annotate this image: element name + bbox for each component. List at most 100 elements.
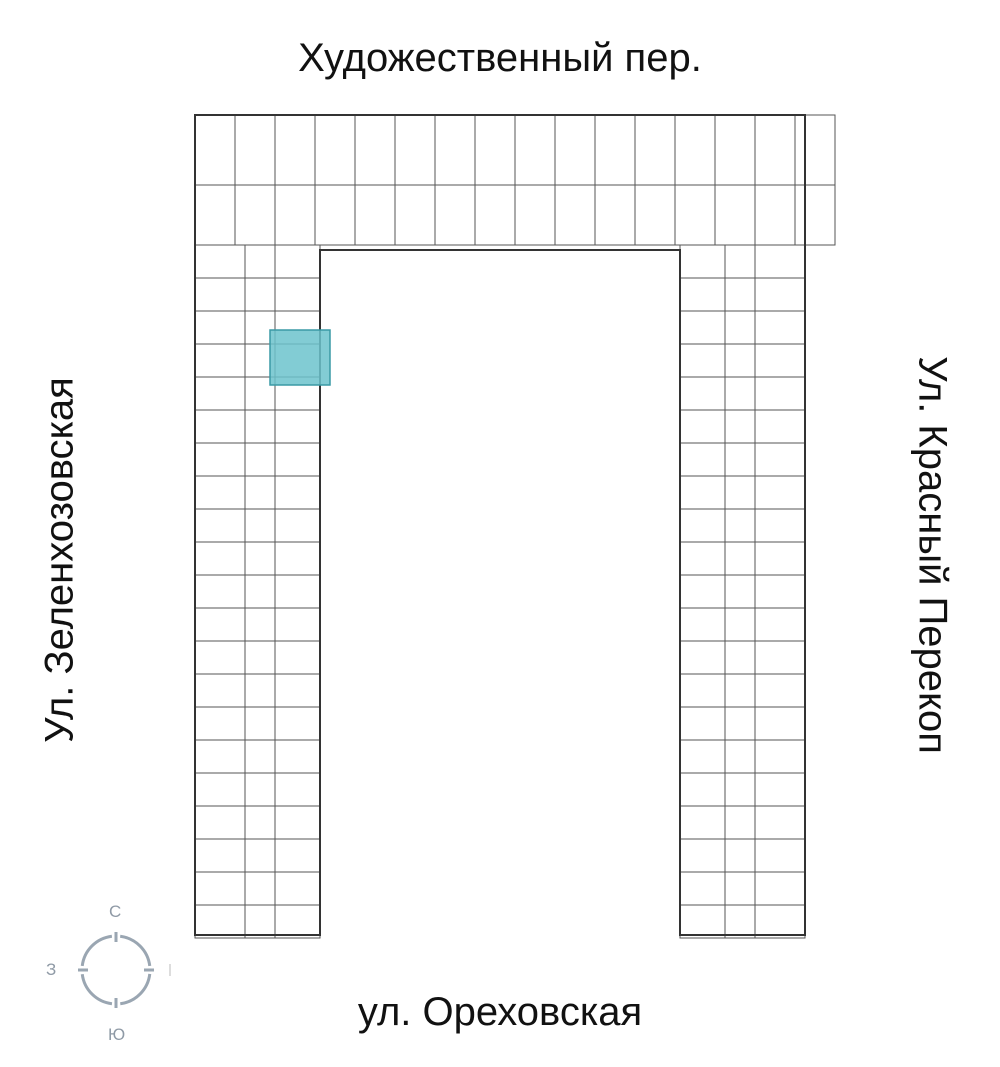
apartment-unit[interactable] [244,838,276,873]
apartment-unit[interactable] [679,376,726,411]
apartment-unit[interactable] [754,114,796,186]
apartment-unit[interactable] [794,184,836,246]
apartment-unit[interactable] [194,574,246,609]
apartment-unit[interactable] [754,442,806,477]
apartment-unit[interactable] [234,184,276,246]
apartment-unit[interactable] [679,739,726,774]
apartment-unit[interactable] [724,541,756,576]
apartment-unit[interactable] [754,343,806,378]
apartment-unit[interactable] [634,114,676,186]
apartment-unit[interactable] [244,640,276,675]
apartment-unit[interactable] [724,739,756,774]
apartment-unit[interactable] [244,904,276,939]
apartment-unit[interactable] [274,277,321,312]
apartment-unit[interactable] [714,184,756,246]
apartment-unit[interactable] [724,805,756,840]
apartment-unit[interactable] [274,475,321,510]
apartment-unit[interactable] [674,184,716,246]
apartment-unit[interactable] [274,838,321,873]
apartment-unit[interactable] [274,574,321,609]
apartment-unit[interactable] [274,805,321,840]
apartment-unit[interactable] [794,114,836,186]
apartment-unit[interactable] [194,706,246,741]
apartment-unit[interactable] [514,184,556,246]
apartment-unit[interactable] [394,184,436,246]
apartment-unit[interactable] [754,772,806,807]
apartment-unit[interactable] [194,673,246,708]
selected-apartment[interactable] [269,329,331,386]
apartment-unit[interactable] [679,871,726,906]
apartment-unit[interactable] [754,475,806,510]
apartment-unit[interactable] [754,184,796,246]
apartment-unit[interactable] [754,673,806,708]
apartment-unit[interactable] [514,114,556,186]
apartment-unit[interactable] [244,541,276,576]
apartment-unit[interactable] [244,409,276,444]
apartment-unit[interactable] [754,607,806,642]
apartment-unit[interactable] [274,409,321,444]
apartment-unit[interactable] [724,409,756,444]
apartment-unit[interactable] [679,706,726,741]
apartment-unit[interactable] [274,244,321,279]
apartment-unit[interactable] [194,343,246,378]
apartment-unit[interactable] [679,541,726,576]
apartment-unit[interactable] [679,805,726,840]
apartment-unit[interactable] [194,739,246,774]
apartment-unit[interactable] [244,739,276,774]
apartment-unit[interactable] [274,772,321,807]
apartment-unit[interactable] [194,838,246,873]
apartment-unit[interactable] [274,607,321,642]
apartment-unit[interactable] [679,277,726,312]
apartment-unit[interactable] [194,376,246,411]
apartment-unit[interactable] [244,706,276,741]
apartment-unit[interactable] [724,871,756,906]
apartment-unit[interactable] [194,184,236,246]
apartment-unit[interactable] [724,640,756,675]
apartment-unit[interactable] [679,442,726,477]
apartment-unit[interactable] [679,904,726,939]
apartment-unit[interactable] [194,640,246,675]
apartment-unit[interactable] [244,508,276,543]
apartment-unit[interactable] [724,904,756,939]
apartment-unit[interactable] [679,574,726,609]
apartment-unit[interactable] [724,838,756,873]
apartment-unit[interactable] [244,574,276,609]
apartment-unit[interactable] [754,640,806,675]
apartment-unit[interactable] [594,114,636,186]
apartment-unit[interactable] [194,277,246,312]
apartment-unit[interactable] [194,607,246,642]
apartment-unit[interactable] [754,541,806,576]
apartment-unit[interactable] [194,244,246,279]
apartment-unit[interactable] [754,277,806,312]
apartment-unit[interactable] [679,673,726,708]
apartment-unit[interactable] [714,114,756,186]
apartment-unit[interactable] [434,184,476,246]
apartment-unit[interactable] [754,739,806,774]
apartment-unit[interactable] [679,343,726,378]
apartment-unit[interactable] [244,772,276,807]
apartment-unit[interactable] [314,184,356,246]
apartment-unit[interactable] [754,574,806,609]
apartment-unit[interactable] [194,904,246,939]
apartment-unit[interactable] [274,640,321,675]
apartment-unit[interactable] [679,772,726,807]
apartment-unit[interactable] [679,838,726,873]
apartment-unit[interactable] [724,376,756,411]
apartment-unit[interactable] [354,184,396,246]
apartment-unit[interactable] [754,706,806,741]
apartment-unit[interactable] [724,343,756,378]
apartment-unit[interactable] [194,475,246,510]
apartment-unit[interactable] [724,310,756,345]
apartment-unit[interactable] [724,607,756,642]
apartment-unit[interactable] [244,871,276,906]
apartment-unit[interactable] [724,244,756,279]
apartment-unit[interactable] [434,114,476,186]
apartment-unit[interactable] [724,574,756,609]
apartment-unit[interactable] [679,310,726,345]
apartment-unit[interactable] [244,673,276,708]
apartment-unit[interactable] [634,184,676,246]
apartment-unit[interactable] [394,114,436,186]
apartment-unit[interactable] [724,772,756,807]
apartment-unit[interactable] [679,640,726,675]
apartment-unit[interactable] [274,184,316,246]
